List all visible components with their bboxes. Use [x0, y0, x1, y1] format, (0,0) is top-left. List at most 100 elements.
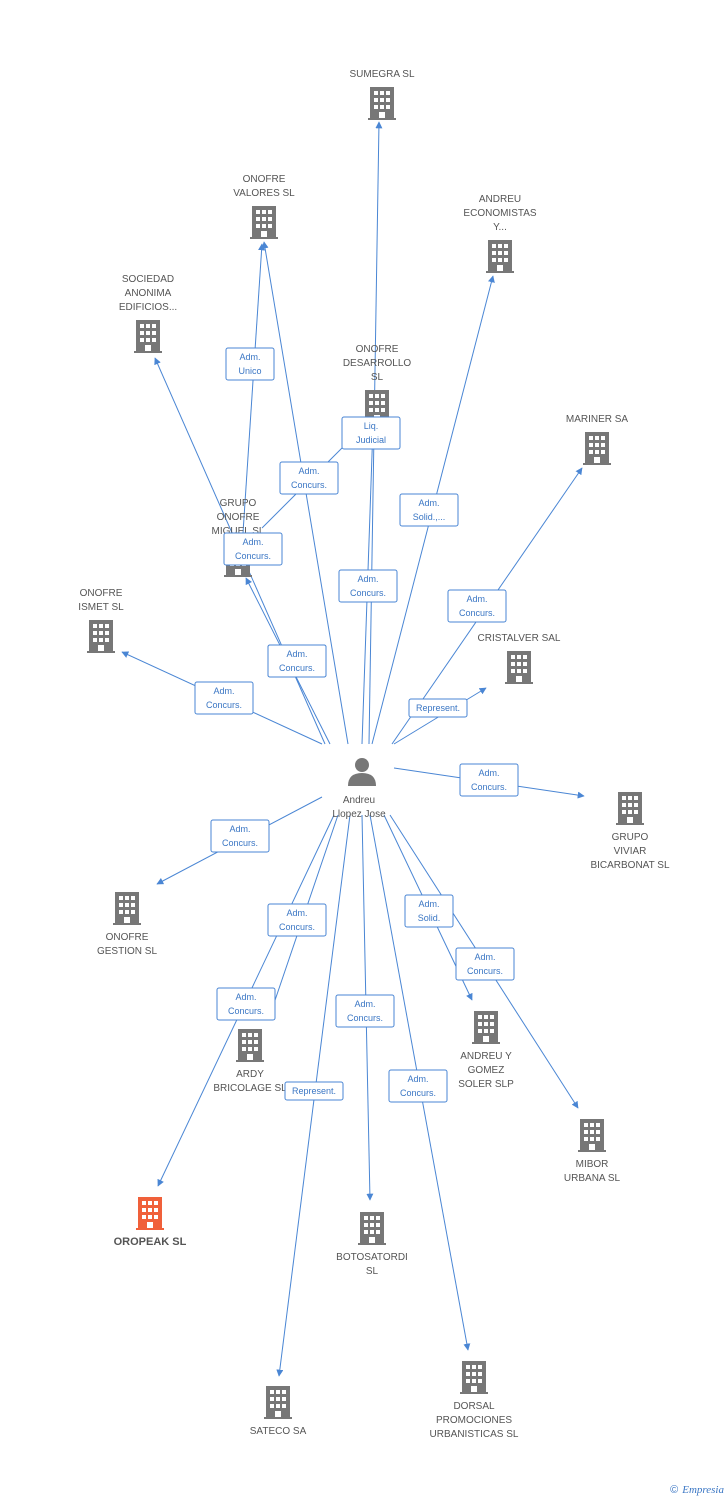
edge-label-ardy[interactable]: Adm.Concurs. — [267, 903, 327, 937]
edge-label-text: Concurs. — [235, 551, 271, 561]
edge-label-onofre_desarrollo[interactable]: Adm. Concurs. — [338, 569, 398, 603]
person-icon-body — [348, 773, 376, 786]
edge-label-box — [216, 987, 276, 1021]
building-icon — [583, 432, 611, 465]
edge-grupo_onofre-onofre_valores — [241, 243, 266, 549]
person-icon — [355, 758, 369, 772]
company-node-mariner[interactable]: MARINER SA — [566, 414, 629, 465]
building-icon — [250, 206, 278, 239]
company-label: SL — [371, 372, 384, 383]
edge-label-text: Adm. — [242, 537, 263, 547]
company-node-sumegra[interactable]: SUMEGRA SL — [349, 69, 415, 120]
company-node-sociedad_anonima[interactable]: SOCIEDADANONIMAEDIFICIOS... — [119, 274, 177, 353]
edge-label-text: Solid.,... — [413, 512, 446, 522]
edge-label-text: Adm. — [286, 649, 307, 659]
company-label: MIBOR — [576, 1159, 609, 1170]
edge-label-onofre_ismet[interactable]: Adm. Concurs. — [194, 681, 254, 715]
company-label: ONOFRE — [243, 174, 286, 185]
edge-label-box — [404, 894, 454, 928]
edge-label-box — [447, 589, 507, 623]
company-node-cristalver[interactable]: CRISTALVER SAL — [478, 633, 561, 684]
company-node-oropeak[interactable]: OROPEAK SL — [114, 1197, 187, 1248]
edge-label-text: Unico — [238, 366, 261, 376]
edge-label-onofre_gestion[interactable]: Adm.Concurs. — [210, 819, 270, 853]
edge-label-text: Concurs. — [222, 838, 258, 848]
edge-label-text: Adm. — [298, 466, 319, 476]
edge-label-andreu_economistas[interactable]: Adm.Solid.,... — [399, 493, 459, 527]
edge-label-text: Concurs. — [206, 700, 242, 710]
company-label: SL — [366, 1266, 379, 1277]
company-label: BICARBONAT SL — [590, 860, 670, 871]
edge-label-text: Adm. — [235, 992, 256, 1002]
edge-label-grupo_onofre[interactable]: Adm.Concurs. — [267, 644, 327, 678]
company-label: ISMET SL — [78, 602, 124, 613]
company-label: SOCIEDAD — [122, 274, 174, 285]
edge-label-mibor[interactable]: Adm. Concurs. — [455, 947, 515, 981]
company-label: DESARROLLO — [343, 358, 412, 369]
copyright-symbol: © — [670, 1484, 679, 1496]
edge-label-box — [338, 569, 398, 603]
edge-label-text: Concurs. — [291, 480, 327, 490]
company-node-mibor[interactable]: MIBOR URBANA SL — [564, 1119, 621, 1184]
edge-label-grupo_viviar[interactable]: Adm.Concurs. — [459, 763, 519, 797]
company-node-andreu_economistas[interactable]: ANDREUECONOMISTASY... — [463, 194, 537, 273]
edge-label-oropeak[interactable]: Adm. Concurs. — [216, 987, 276, 1021]
edge-label-text: Concurs. — [471, 782, 507, 792]
building-icon — [358, 1212, 386, 1245]
company-label: SATECO SA — [250, 1426, 307, 1437]
company-label: URBANA SL — [564, 1173, 621, 1184]
company-label: GOMEZ — [468, 1065, 505, 1076]
building-icon — [505, 651, 533, 684]
company-label: GRUPO — [612, 832, 649, 843]
company-label: DORSAL — [453, 1401, 495, 1412]
company-label: ONOFRE — [217, 512, 260, 523]
edge-label-grupo_onofre-onofre_valores[interactable]: Adm. Unico — [225, 347, 275, 381]
edge-label-text: Adm. — [213, 686, 234, 696]
edge-label-sateco[interactable]: Represent. — [284, 1081, 344, 1101]
edge-label-text: Adm. — [474, 952, 495, 962]
company-label: SOLER SLP — [458, 1079, 514, 1090]
edge-label-text: Concurs. — [350, 588, 386, 598]
edge-label-text: Adm. — [239, 352, 260, 362]
edge-label-text: Adm. — [357, 574, 378, 584]
edge-label-mariner[interactable]: Adm.Concurs. — [447, 589, 507, 623]
edge-label-grupo_onofre-onofre_desarrollo[interactable]: Adm. Concurs. — [279, 461, 339, 495]
edge-label-botosatordi[interactable]: Adm.Concurs. — [335, 994, 395, 1028]
company-label: BRICOLAGE SL — [213, 1083, 287, 1094]
footer-brand[interactable]: ©Empresia — [670, 1484, 724, 1496]
edge-label-box — [341, 416, 401, 450]
edge-label-text: Concurs. — [467, 966, 503, 976]
edge-label-box — [335, 994, 395, 1028]
edge-label-text: Adm. — [418, 899, 439, 909]
company-label: VALORES SL — [233, 188, 295, 199]
company-node-grupo_viviar[interactable]: GRUPO VIVIAR BICARBONAT SL — [590, 792, 670, 871]
edge-label-onofre_desarrollo-onofre_desarrollo_liq[interactable]: Liq.Judicial — [341, 416, 401, 450]
company-node-onofre_valores[interactable]: ONOFRE VALORES SL — [233, 174, 295, 239]
building-icon — [236, 1029, 264, 1062]
company-node-sateco[interactable]: SATECO SA — [250, 1386, 307, 1437]
edges-layer — [121, 121, 585, 1377]
edge-label-andreu_gomez[interactable]: Adm.Solid. — [404, 894, 454, 928]
building-icon — [136, 1197, 164, 1230]
edge-label-box — [284, 1081, 344, 1101]
edge-label-cristalver[interactable]: Represent. — [408, 698, 468, 718]
company-label: ECONOMISTAS — [463, 208, 536, 219]
edge-label-text: Concurs. — [228, 1006, 264, 1016]
company-label: CRISTALVER SAL — [478, 633, 561, 644]
edge-label-sociedad_anonima[interactable]: Adm. Concurs. — [223, 532, 283, 566]
edge-label-dorsal[interactable]: Adm.Concurs. — [388, 1069, 448, 1103]
edge-label-box — [267, 903, 327, 937]
company-label: VIVIAR — [614, 846, 647, 857]
edge-label-text: Represent. — [416, 703, 460, 713]
building-icon — [87, 620, 115, 653]
